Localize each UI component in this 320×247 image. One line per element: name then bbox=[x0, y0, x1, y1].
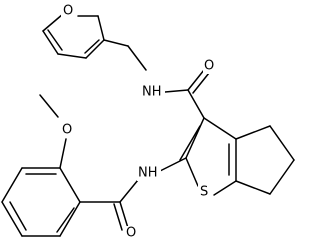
bond bbox=[269, 159, 295, 195]
amide-oxygen-bottom-label: O bbox=[126, 226, 136, 241]
bond bbox=[269, 125, 295, 161]
bond bbox=[192, 72, 210, 94]
bond bbox=[159, 157, 187, 172]
bond bbox=[39, 94, 59, 118]
bond bbox=[235, 180, 271, 195]
bond bbox=[187, 89, 205, 119]
bond bbox=[97, 15, 105, 41]
amide-oxygen-top-label: O bbox=[204, 59, 214, 74]
molecule-structure-drawing: O NH O NH S O O bbox=[1, 4, 295, 241]
amide-nh-top-label: NH bbox=[142, 85, 162, 100]
bond bbox=[213, 180, 237, 196]
bond bbox=[119, 179, 139, 203]
bond bbox=[84, 39, 100, 54]
bond bbox=[119, 201, 129, 229]
bond bbox=[185, 117, 205, 159]
bond bbox=[1, 167, 23, 203]
bond bbox=[47, 29, 63, 51]
bond bbox=[57, 53, 87, 59]
bond bbox=[59, 167, 81, 203]
bond bbox=[1, 201, 23, 237]
bond bbox=[127, 45, 147, 71]
bond-lines bbox=[1, 13, 295, 237]
bond bbox=[9, 201, 27, 231]
bond bbox=[187, 69, 205, 91]
ring-sulfur-label: S bbox=[200, 185, 208, 200]
atom-labels: O NH O NH S O O bbox=[60, 4, 217, 241]
furan-oxygen-label: O bbox=[63, 4, 73, 19]
bond bbox=[59, 201, 81, 237]
bond bbox=[42, 13, 64, 32]
amide-nh-left-label: NH bbox=[138, 166, 158, 181]
bond bbox=[42, 30, 59, 55]
bond bbox=[185, 157, 199, 187]
bond bbox=[59, 138, 67, 169]
bond bbox=[85, 39, 105, 59]
bond bbox=[203, 117, 237, 140]
bond bbox=[103, 39, 129, 47]
bond bbox=[113, 203, 123, 231]
bond bbox=[235, 125, 271, 140]
bond bbox=[179, 125, 201, 161]
bond bbox=[56, 207, 75, 233]
bond bbox=[164, 89, 189, 93]
methoxy-oxygen-label: O bbox=[62, 123, 72, 138]
